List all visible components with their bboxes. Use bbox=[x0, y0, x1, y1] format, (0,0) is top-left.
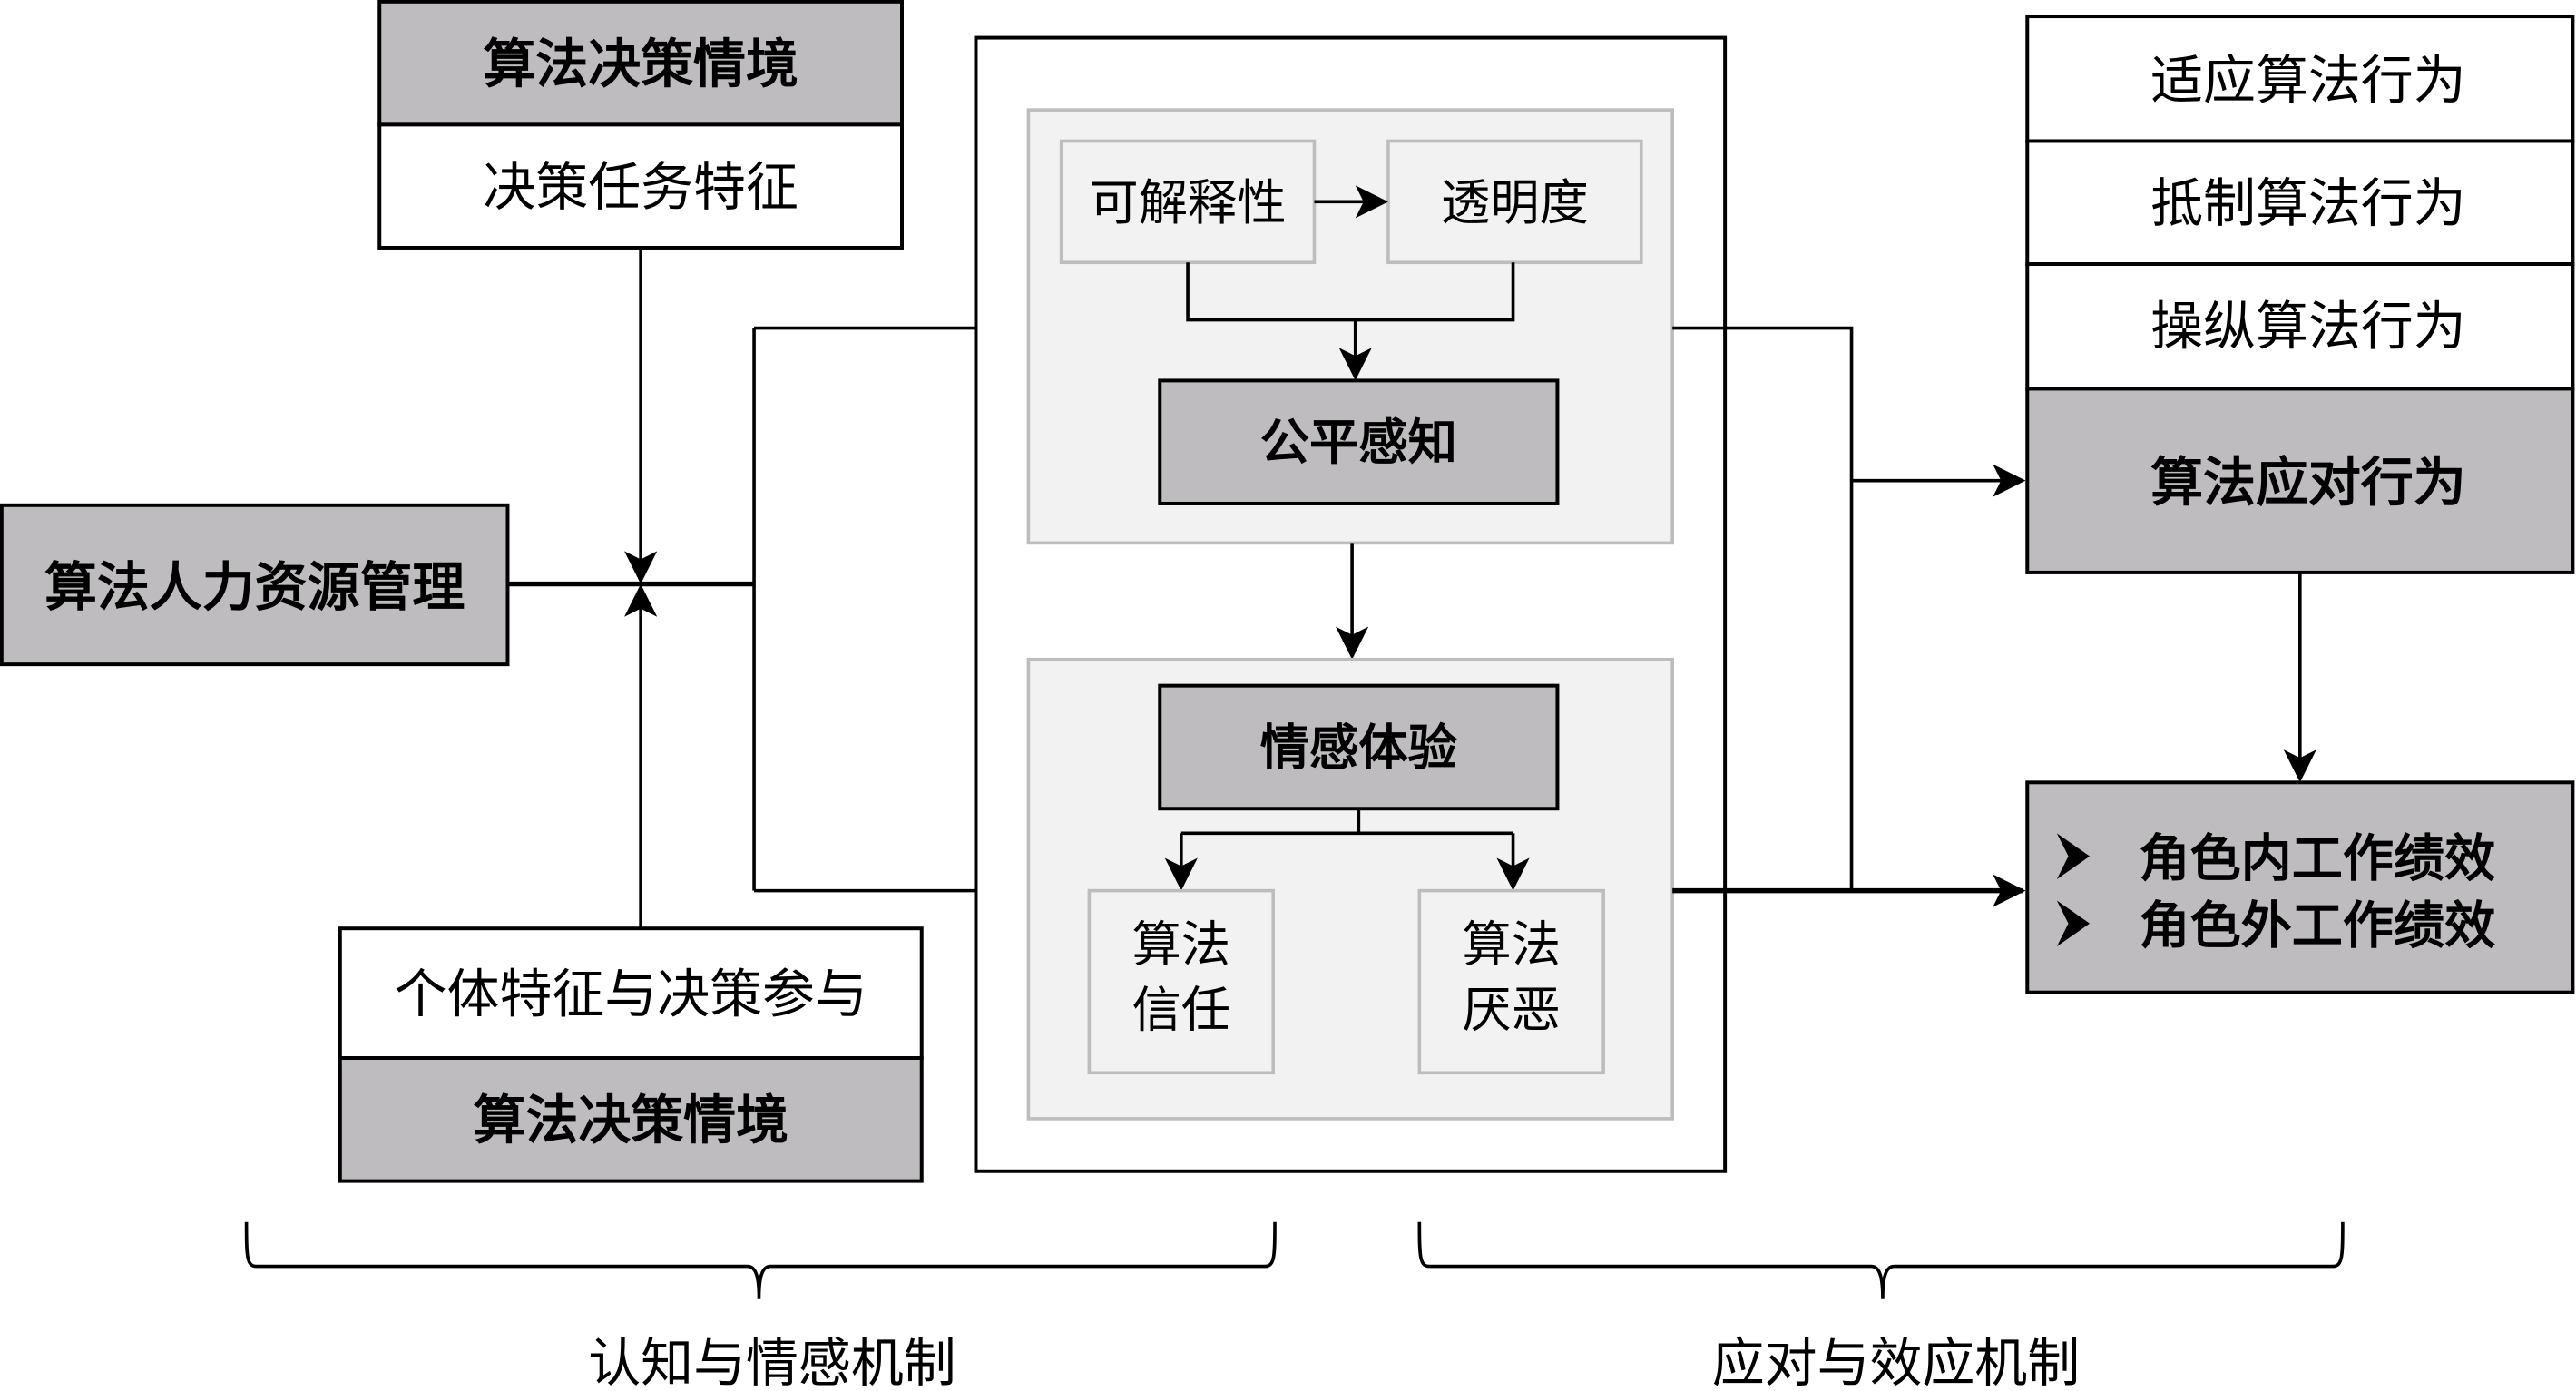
algorithm-trust-box bbox=[1087, 888, 1276, 1075]
algorithm-aversion-line1: 算法 bbox=[1462, 916, 1561, 973]
behavior-item-resist: 抵制算法行为 bbox=[2150, 172, 2466, 234]
algorithm-trust-line1: 算法 bbox=[1131, 916, 1230, 973]
left-connectors bbox=[507, 247, 1023, 929]
algorithm-aversion-line2: 厌恶 bbox=[1462, 982, 1561, 1039]
cognitive-emotional-mechanism-label: 认知与情感机制 bbox=[588, 1332, 955, 1391]
source-box: 算法人力资源管理 bbox=[0, 503, 510, 667]
behavior-item-box bbox=[2025, 15, 2575, 143]
right-curly-brace bbox=[1417, 1221, 2345, 1299]
cognitive-panel: 可解释性 透明度 公平感知 bbox=[1026, 108, 1674, 545]
emotional-panel: 情感体验 算法 信任 算法 厌恶 bbox=[1026, 657, 1674, 1121]
merge-connector bbox=[1186, 262, 1515, 322]
left-brace: 认知与情感机制 bbox=[244, 1221, 1277, 1391]
behavior-header-box bbox=[2025, 387, 2575, 574]
emotional-experience-label: 情感体验 bbox=[1260, 719, 1458, 776]
cognitive-output-line bbox=[1672, 326, 1854, 891]
behavior-item-box bbox=[2025, 139, 2575, 267]
in-role-performance: 角色内工作绩效 bbox=[2139, 829, 2495, 888]
transparency-label: 透明度 bbox=[1441, 174, 1589, 231]
arrowhead-bullet-icon bbox=[2056, 900, 2091, 947]
top-context-body-bg bbox=[377, 122, 905, 250]
algorithmic-hrm-label: 算法人力资源管理 bbox=[44, 556, 465, 618]
behavior-item-box bbox=[2025, 262, 2575, 391]
bottom-context-footer-bg bbox=[338, 1056, 924, 1183]
coping-effect-mechanism-label: 应对与效应机制 bbox=[1712, 1332, 2080, 1391]
algorithm-aversion-box bbox=[1417, 888, 1605, 1075]
bottom-context-box: 个体特征与决策参与 算法决策情境 bbox=[338, 926, 924, 1183]
top-context-box: 算法决策情境 决策任务特征 bbox=[377, 0, 905, 250]
decision-task-characteristics: 决策任务特征 bbox=[483, 156, 798, 218]
emotional-experience-box bbox=[1158, 683, 1560, 811]
explainability-box bbox=[1059, 139, 1317, 265]
top-context-header-bg bbox=[377, 0, 905, 127]
left-curly-brace bbox=[244, 1221, 1277, 1299]
algorithm-trust-line2: 信任 bbox=[1131, 982, 1230, 1039]
bottom-context-footer: 算法决策情境 bbox=[474, 1090, 789, 1151]
source-box-bg bbox=[0, 503, 510, 667]
behavior-item-adapt: 适应算法行为 bbox=[2150, 50, 2466, 112]
bottom-context-body-bg bbox=[338, 926, 924, 1061]
behavior-item-manipulate: 操纵算法行为 bbox=[2150, 296, 2466, 358]
individual-characteristics-label: 个体特征与决策参与 bbox=[395, 963, 867, 1024]
fairness-perception-label: 公平感知 bbox=[1260, 414, 1457, 471]
arrowhead-bullet-icon bbox=[2056, 833, 2091, 879]
explainability-label: 可解释性 bbox=[1089, 174, 1286, 231]
fairness-box bbox=[1158, 378, 1560, 505]
top-context-header: 算法决策情境 bbox=[483, 33, 798, 94]
algorithm-coping-behavior-label: 算法应对行为 bbox=[2150, 451, 2466, 513]
performance-box-bg bbox=[2025, 780, 2575, 994]
right-brace: 应对与效应机制 bbox=[1417, 1221, 2345, 1391]
behavior-stack: 适应算法行为 抵制算法行为 操纵算法行为 算法应对行为 bbox=[2025, 15, 2575, 574]
performance-box: 角色内工作绩效 角色外工作绩效 bbox=[2025, 780, 2575, 994]
right-connectors bbox=[1672, 326, 2316, 907]
extra-role-performance: 角色外工作绩效 bbox=[2139, 897, 2495, 956]
